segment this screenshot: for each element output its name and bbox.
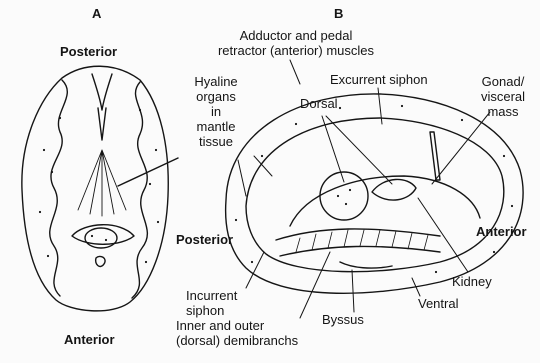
shell-wavy-edge-right [132, 82, 147, 298]
demibranch-lower [280, 246, 440, 256]
label-incurrent: Incurrent siphon [186, 288, 237, 318]
byssus-b [340, 262, 392, 268]
pointer-adductor [290, 60, 300, 84]
label-posterior: Posterior [176, 232, 233, 247]
pointer-a-mantle [118, 158, 178, 186]
label-byssus: Byssus [322, 312, 364, 327]
shell-wavy-edge-left [50, 80, 68, 296]
label-gonad: Gonad/ visceral mass [470, 74, 536, 119]
foot-a [96, 256, 105, 266]
pointer-demibranchs [300, 252, 330, 318]
label-ventral: Ventral [418, 296, 458, 311]
pointer-hyaline-2 [254, 156, 272, 176]
kidney-shape [372, 179, 416, 200]
pointer-hyaline-1 [238, 160, 246, 196]
panel-a-top-label: Posterior [60, 44, 117, 59]
excurrent-tube [430, 132, 440, 180]
demibranch-hatch [296, 230, 428, 252]
label-anterior: Anterior [476, 224, 527, 239]
panel-b-letter: B [334, 6, 343, 21]
hinge-line [92, 74, 112, 110]
label-kidney: Kidney [452, 274, 492, 289]
label-demibranchs: Inner and outer (dorsal) demibranchs [176, 318, 298, 348]
pointer-byssus [352, 270, 354, 312]
clam-dorsal-view [22, 66, 178, 311]
label-dorsal: Dorsal [300, 96, 338, 111]
label-adductor: Adductor and pedal retractor (anterior) … [196, 28, 396, 58]
dorsal-muscle-b [320, 172, 368, 220]
visceral-line [290, 176, 480, 226]
panel-a-letter: A [92, 6, 101, 21]
adductor-muscle-a [85, 228, 117, 248]
demibranch-upper [276, 229, 440, 240]
hinge-center [98, 108, 106, 140]
label-excurrent: Excurrent siphon [330, 72, 428, 87]
stipple-dots [39, 105, 513, 273]
pointer-dorsal-1 [322, 116, 344, 182]
clam-side-view [226, 94, 523, 293]
siphon-rays [78, 150, 126, 216]
panel-a-bottom-label: Anterior [64, 332, 115, 347]
label-hyaline: Hyaline organs in mantle tissue [184, 74, 248, 149]
